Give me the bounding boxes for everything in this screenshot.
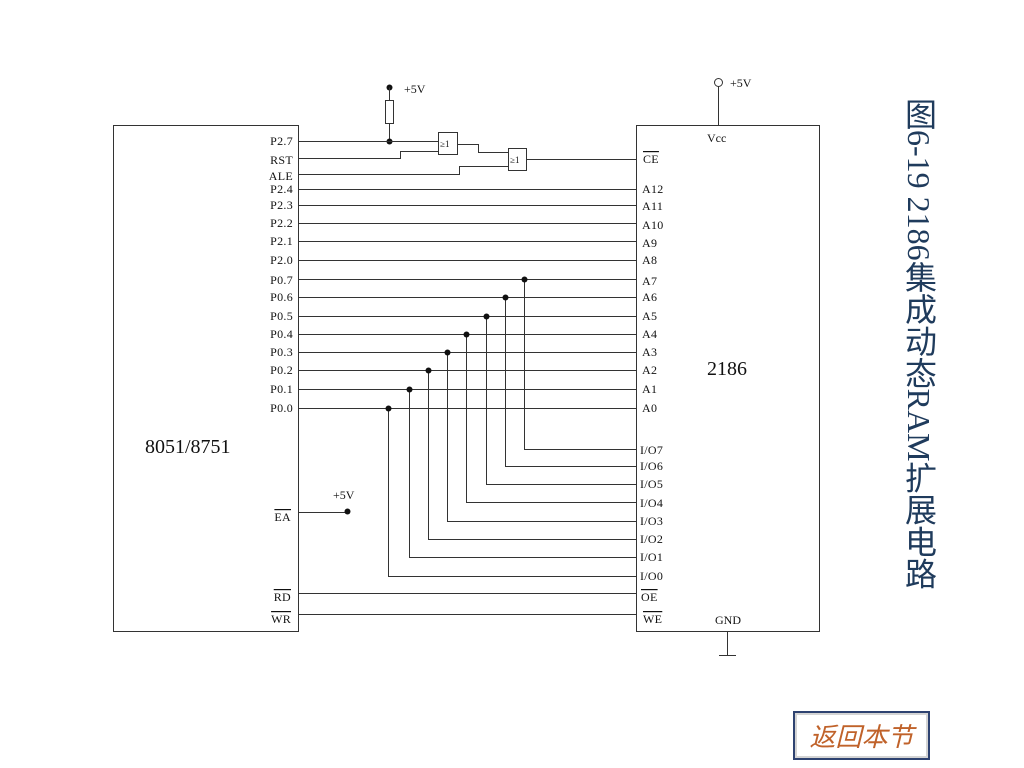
wire-io3 — [447, 352, 637, 522]
supply-label-top-right: +5V — [730, 76, 752, 90]
ram-pin-we: WE — [643, 612, 662, 626]
junction-dot-d1 — [406, 386, 413, 393]
ram-pin-a10: A10 — [642, 218, 664, 232]
ram-pin-a12: A12 — [642, 182, 664, 196]
wire-ale — [298, 166, 509, 175]
ram-pin-io2: I/O2 — [640, 532, 663, 546]
mcu-pin-p2-7: P2.7 — [270, 134, 293, 148]
wire-io6 — [505, 297, 637, 467]
supply-label-ea: +5V — [333, 488, 355, 502]
mcu-pin-p2-2: P2.2 — [270, 216, 293, 230]
ram-pin-io3: I/O3 — [640, 514, 663, 528]
ram-pin-a5: A5 — [642, 309, 657, 323]
ram-pin-a9: A9 — [642, 236, 657, 250]
ram-pin-io5: I/O5 — [640, 477, 663, 491]
junction-dot-d7 — [521, 276, 528, 283]
junction-dot-d3 — [444, 349, 451, 356]
mcu-pin-p0-7: P0.7 — [270, 273, 293, 287]
mcu-pin-ea: EA — [274, 510, 291, 524]
junction-dot-d0 — [385, 405, 392, 412]
junction-dot-d5 — [483, 313, 490, 320]
ram-pin-a0: A0 — [642, 401, 657, 415]
ram-pin-a1: A1 — [642, 382, 657, 396]
ram-pin-a3: A3 — [642, 345, 657, 359]
mcu-chip-body — [113, 125, 299, 632]
ram-pin-ce: CE — [643, 152, 659, 166]
return-to-section-button[interactable]: 返回本节 — [793, 711, 930, 760]
mcu-pin-p0-6: P0.6 — [270, 290, 293, 304]
wire-io4 — [466, 334, 637, 503]
ram-chip-name: 2186 — [707, 358, 747, 380]
mcu-pin-wr: WR — [271, 612, 291, 626]
figure-title: 图6-19 2186集成动态RAM扩展电路 — [901, 98, 937, 590]
return-to-section-label: 返回本节 — [809, 723, 914, 752]
or-gate-2-label: ≥1 — [510, 155, 519, 165]
mcu-chip-name: 8051/8751 — [145, 436, 231, 458]
mcu-pin-p0-3: P0.3 — [270, 345, 293, 359]
wire-rst — [298, 151, 439, 159]
mcu-pin-p0-5: P0.5 — [270, 309, 293, 323]
junction-dot-d2 — [425, 367, 432, 374]
ram-pin-a6: A6 — [642, 290, 657, 304]
ram-pin-a4: A4 — [642, 327, 657, 341]
wire-io0 — [388, 408, 637, 577]
or-gate-1-label: ≥1 — [440, 139, 449, 149]
ram-pin-a8: A8 — [642, 253, 657, 267]
mcu-pin-rd: RD — [274, 590, 291, 604]
mcu-pin-p0-0: P0.0 — [270, 401, 293, 415]
ram-pin-io0: I/O0 — [640, 569, 663, 583]
junction-dot-d6 — [502, 294, 509, 301]
mcu-pin-p2-0: P2.0 — [270, 253, 293, 267]
or-gate-1 — [438, 132, 458, 155]
ram-gnd-label: GND — [715, 613, 741, 627]
ram-pin-io1: I/O1 — [640, 550, 663, 564]
wire-io2 — [428, 370, 637, 540]
mcu-pin-p2-4: P2.4 — [270, 182, 293, 196]
mcu-pin-p0-1: P0.1 — [270, 382, 293, 396]
wire-io1 — [409, 389, 637, 558]
mcu-pin-ale: ALE — [269, 169, 293, 183]
mcu-pin-p2-1: P2.1 — [270, 234, 293, 248]
ram-pin-io7: I/O7 — [640, 443, 663, 457]
ram-pin-a2: A2 — [642, 363, 657, 377]
mcu-pin-p0-4: P0.4 — [270, 327, 293, 341]
ram-pin-oe: OE — [641, 590, 658, 604]
ea-supply-dot — [344, 508, 351, 515]
junction-dot-d4 — [463, 331, 470, 338]
ram-pin-a7: A7 — [642, 274, 657, 288]
ram-pin-io4: I/O4 — [640, 496, 663, 510]
pullup-resistor — [385, 100, 394, 124]
wire-io7 — [524, 279, 637, 450]
supply-label-top-left: +5V — [404, 82, 426, 96]
mcu-pin-p2-3: P2.3 — [270, 198, 293, 212]
ram-pin-a11: A11 — [642, 199, 663, 213]
mcu-pin-rst: RST — [270, 153, 293, 167]
wire-io5 — [486, 316, 637, 485]
vcc-terminal — [714, 78, 723, 87]
ram-pin-io6: I/O6 — [640, 459, 663, 473]
wire-gate1-output — [457, 144, 509, 153]
ram-vcc-label: Vcc — [707, 131, 726, 145]
mcu-pin-p0-2: P0.2 — [270, 363, 293, 377]
